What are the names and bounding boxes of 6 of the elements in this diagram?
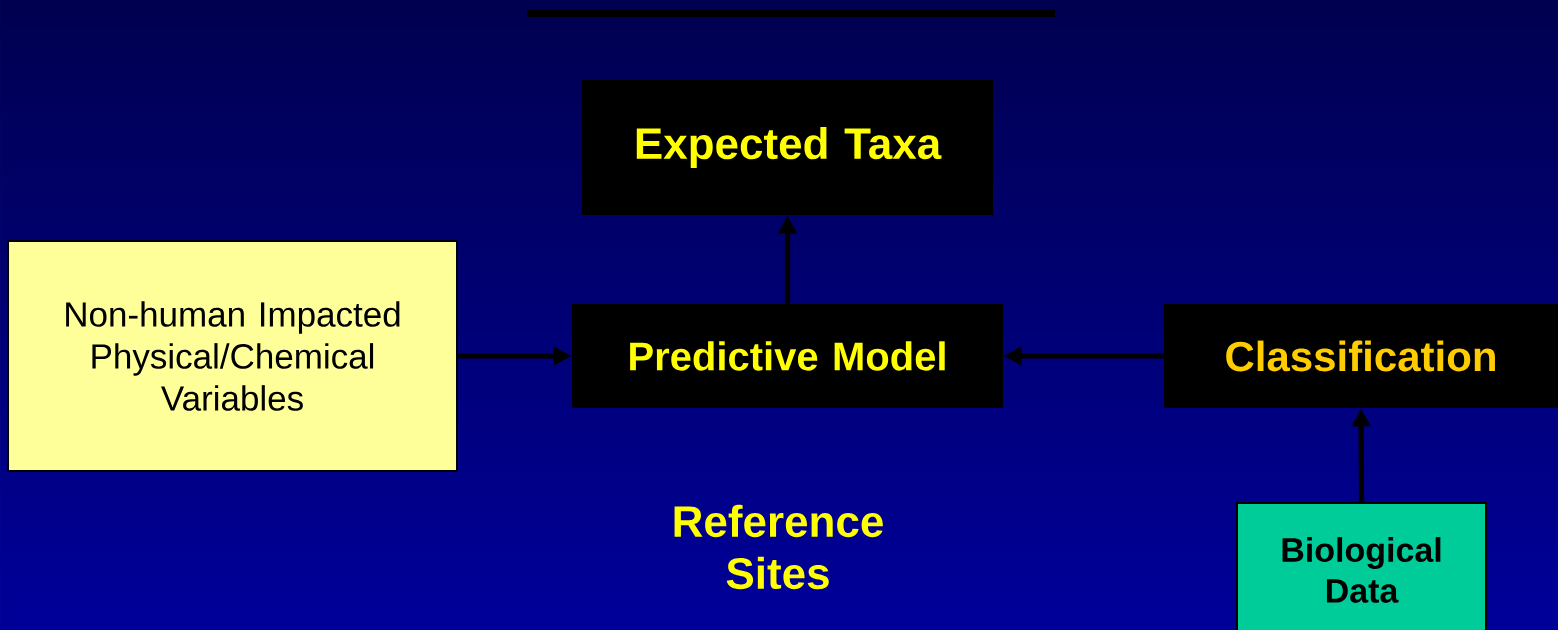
box: Classification bbox=[1164, 304, 1558, 408]
box: Biological Data bbox=[1236, 502, 1487, 630]
box: Expected Taxa bbox=[582, 80, 993, 215]
caption-text: Reference Sites bbox=[674, 504, 883, 590]
box: Predictive Model bbox=[572, 304, 1003, 408]
box: Non-human Impacted Physical/Chemical Variables bbox=[7, 240, 458, 472]
